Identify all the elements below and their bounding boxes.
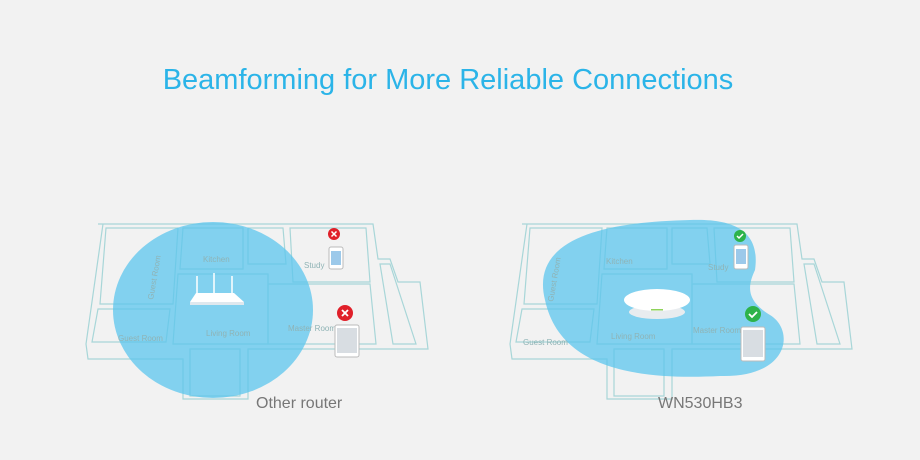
room-label: Study: [304, 261, 324, 270]
tablet-icon: [740, 326, 766, 362]
room-label: Kitchen: [203, 255, 230, 264]
phone-icon: [733, 244, 749, 270]
check-success-icon: [734, 230, 746, 242]
x-fail-icon: [328, 228, 340, 240]
room-label: Living Room: [611, 332, 656, 341]
x-fail-icon: [337, 305, 353, 321]
room-label: Master Room: [288, 324, 336, 333]
room-label: Guest Room: [118, 334, 163, 343]
page-title: Beamforming for More Reliable Connection…: [162, 64, 734, 96]
right-caption: WN530HB3: [658, 395, 743, 412]
room-label: Living Room: [206, 329, 251, 338]
left-floorplan: Kitchen Study Guest Room Guest Room Livi…: [85, 222, 429, 400]
check-success-icon: [745, 306, 761, 322]
router-icon: [190, 273, 244, 305]
left-caption: Other router: [256, 395, 343, 412]
room-label: Study: [708, 263, 728, 272]
room-label: Kitchen: [606, 257, 633, 266]
room-label: Guest Room: [523, 338, 568, 347]
phone-icon: [328, 246, 344, 270]
ceiling-access-point-icon: [624, 289, 690, 319]
right-floorplan: Kitchen Study Guest Room Guest Room Livi…: [509, 219, 853, 400]
room-label: Master Room: [693, 326, 741, 335]
tablet-icon: [334, 324, 360, 358]
coverage-area: [113, 222, 313, 398]
